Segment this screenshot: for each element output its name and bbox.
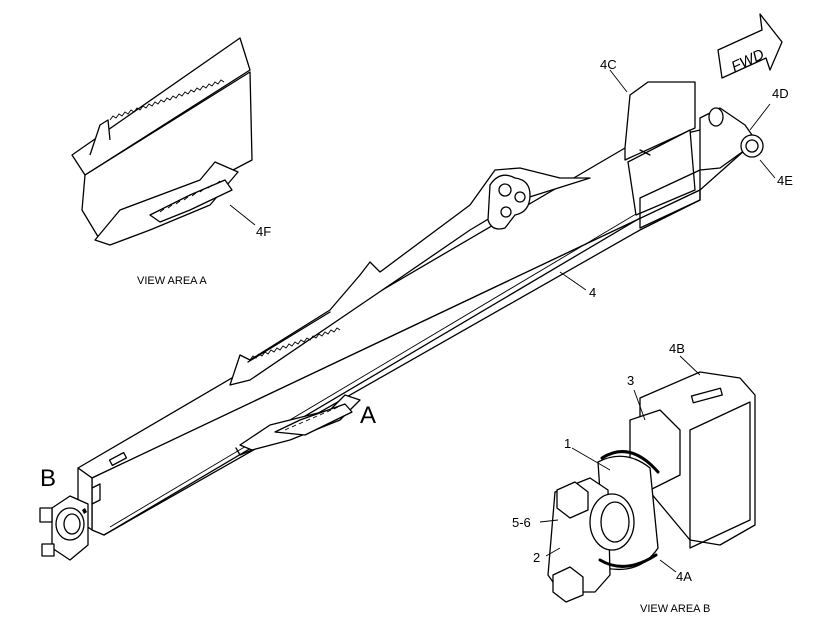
toothed-plate bbox=[229, 167, 591, 386]
callout-4b: 4B bbox=[669, 341, 685, 356]
callout-4f: 4F bbox=[256, 224, 271, 239]
area-a-marker: A bbox=[360, 402, 376, 429]
callout-5-6: 5-6 bbox=[512, 515, 531, 530]
callout-4: 4 bbox=[589, 285, 596, 300]
area-b-marker: B bbox=[40, 465, 56, 492]
callout-2: 2 bbox=[533, 550, 540, 565]
view-area-b-inset: VIEW AREA B bbox=[539, 355, 756, 615]
main-rail bbox=[77, 129, 746, 536]
clamp-area-b bbox=[39, 495, 89, 561]
callout-4d: 4D bbox=[772, 86, 789, 101]
forward-bracket bbox=[624, 81, 764, 229]
view-area-a-inset: VIEW AREA A bbox=[71, 37, 256, 287]
view-area-a-caption: VIEW AREA A bbox=[137, 275, 207, 287]
step-area-a bbox=[235, 394, 361, 456]
callout-4e: 4E bbox=[777, 173, 793, 188]
callout-4a: 4A bbox=[676, 569, 692, 584]
callout-4c: 4C bbox=[600, 57, 617, 72]
callout-1: 1 bbox=[564, 436, 571, 451]
fwd-arrow: FWD bbox=[717, 13, 783, 79]
callout-3: 3 bbox=[627, 373, 634, 388]
view-area-b-caption: VIEW AREA B bbox=[640, 603, 710, 615]
